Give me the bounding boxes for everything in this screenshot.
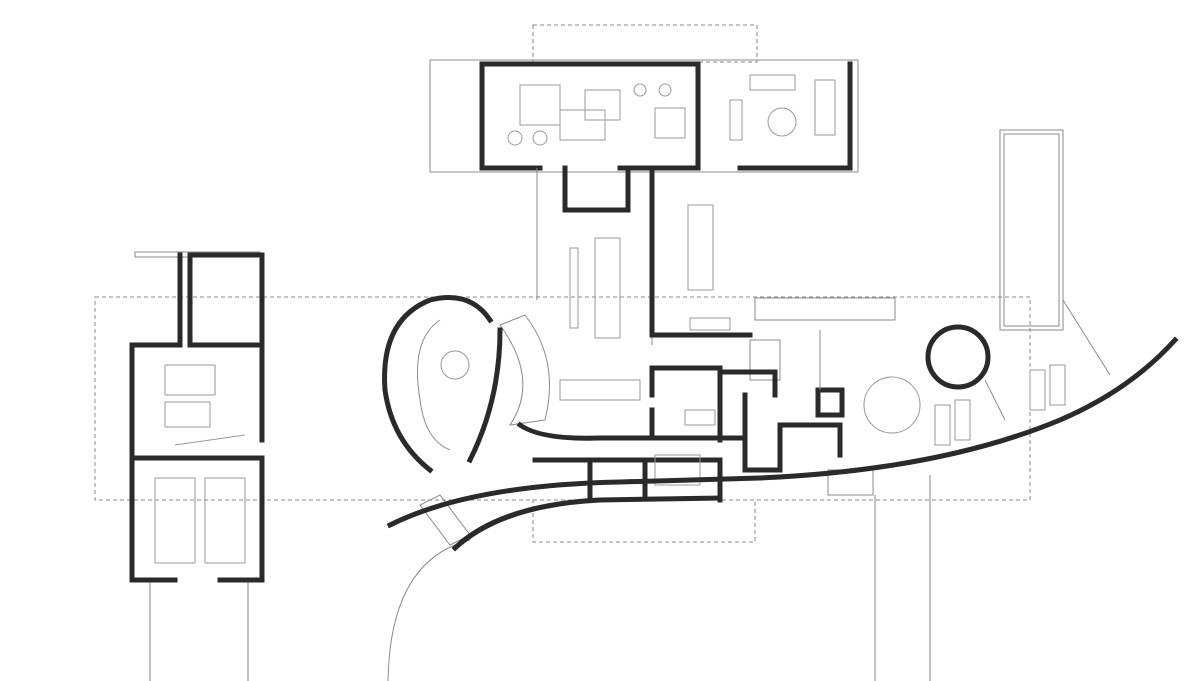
lower-curved-wall xyxy=(451,495,723,552)
garage-building xyxy=(129,251,265,583)
service-rooms xyxy=(516,365,845,503)
living-wing xyxy=(429,59,859,173)
pool xyxy=(999,129,1064,331)
main-curved-wall xyxy=(386,336,1179,529)
site-lines xyxy=(94,24,1111,681)
spa-area xyxy=(819,324,1066,446)
curved-wing xyxy=(382,295,503,474)
central-hall xyxy=(536,165,753,401)
